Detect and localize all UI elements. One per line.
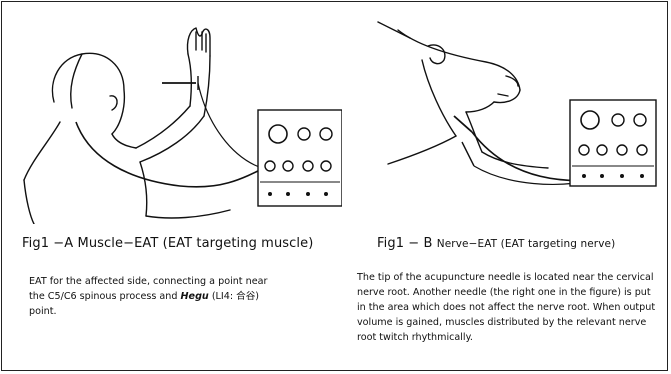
eat-device-icon [258, 110, 342, 206]
muscle-eat-illustration [20, 10, 342, 224]
figure-a-description-emphasis: Hegu [181, 291, 209, 302]
figure-a-caption: Fig1 −A Muscle−EAT (EAT targeting muscle… [22, 236, 313, 251]
nerve-eat-illustration [358, 16, 658, 194]
figure-b-title: Nerve−EAT (EAT targeting nerve) [437, 238, 616, 250]
figure-b-caption: Fig1 − B Nerve−EAT (EAT targeting nerve) [377, 236, 615, 251]
figure-a-title: Muscle−EAT (EAT targeting muscle) [78, 236, 314, 251]
patient-neck-illustration [358, 16, 658, 194]
figure-b-description: The tip of the acupuncture needle is loc… [357, 270, 657, 345]
figure-b-label: Fig1 − B [377, 236, 433, 251]
patient-arm-raised-illustration [20, 10, 342, 224]
figure-a-label: Fig1 −A [22, 236, 73, 251]
figure-a-description: EAT for the affected side, connecting a … [29, 274, 279, 319]
